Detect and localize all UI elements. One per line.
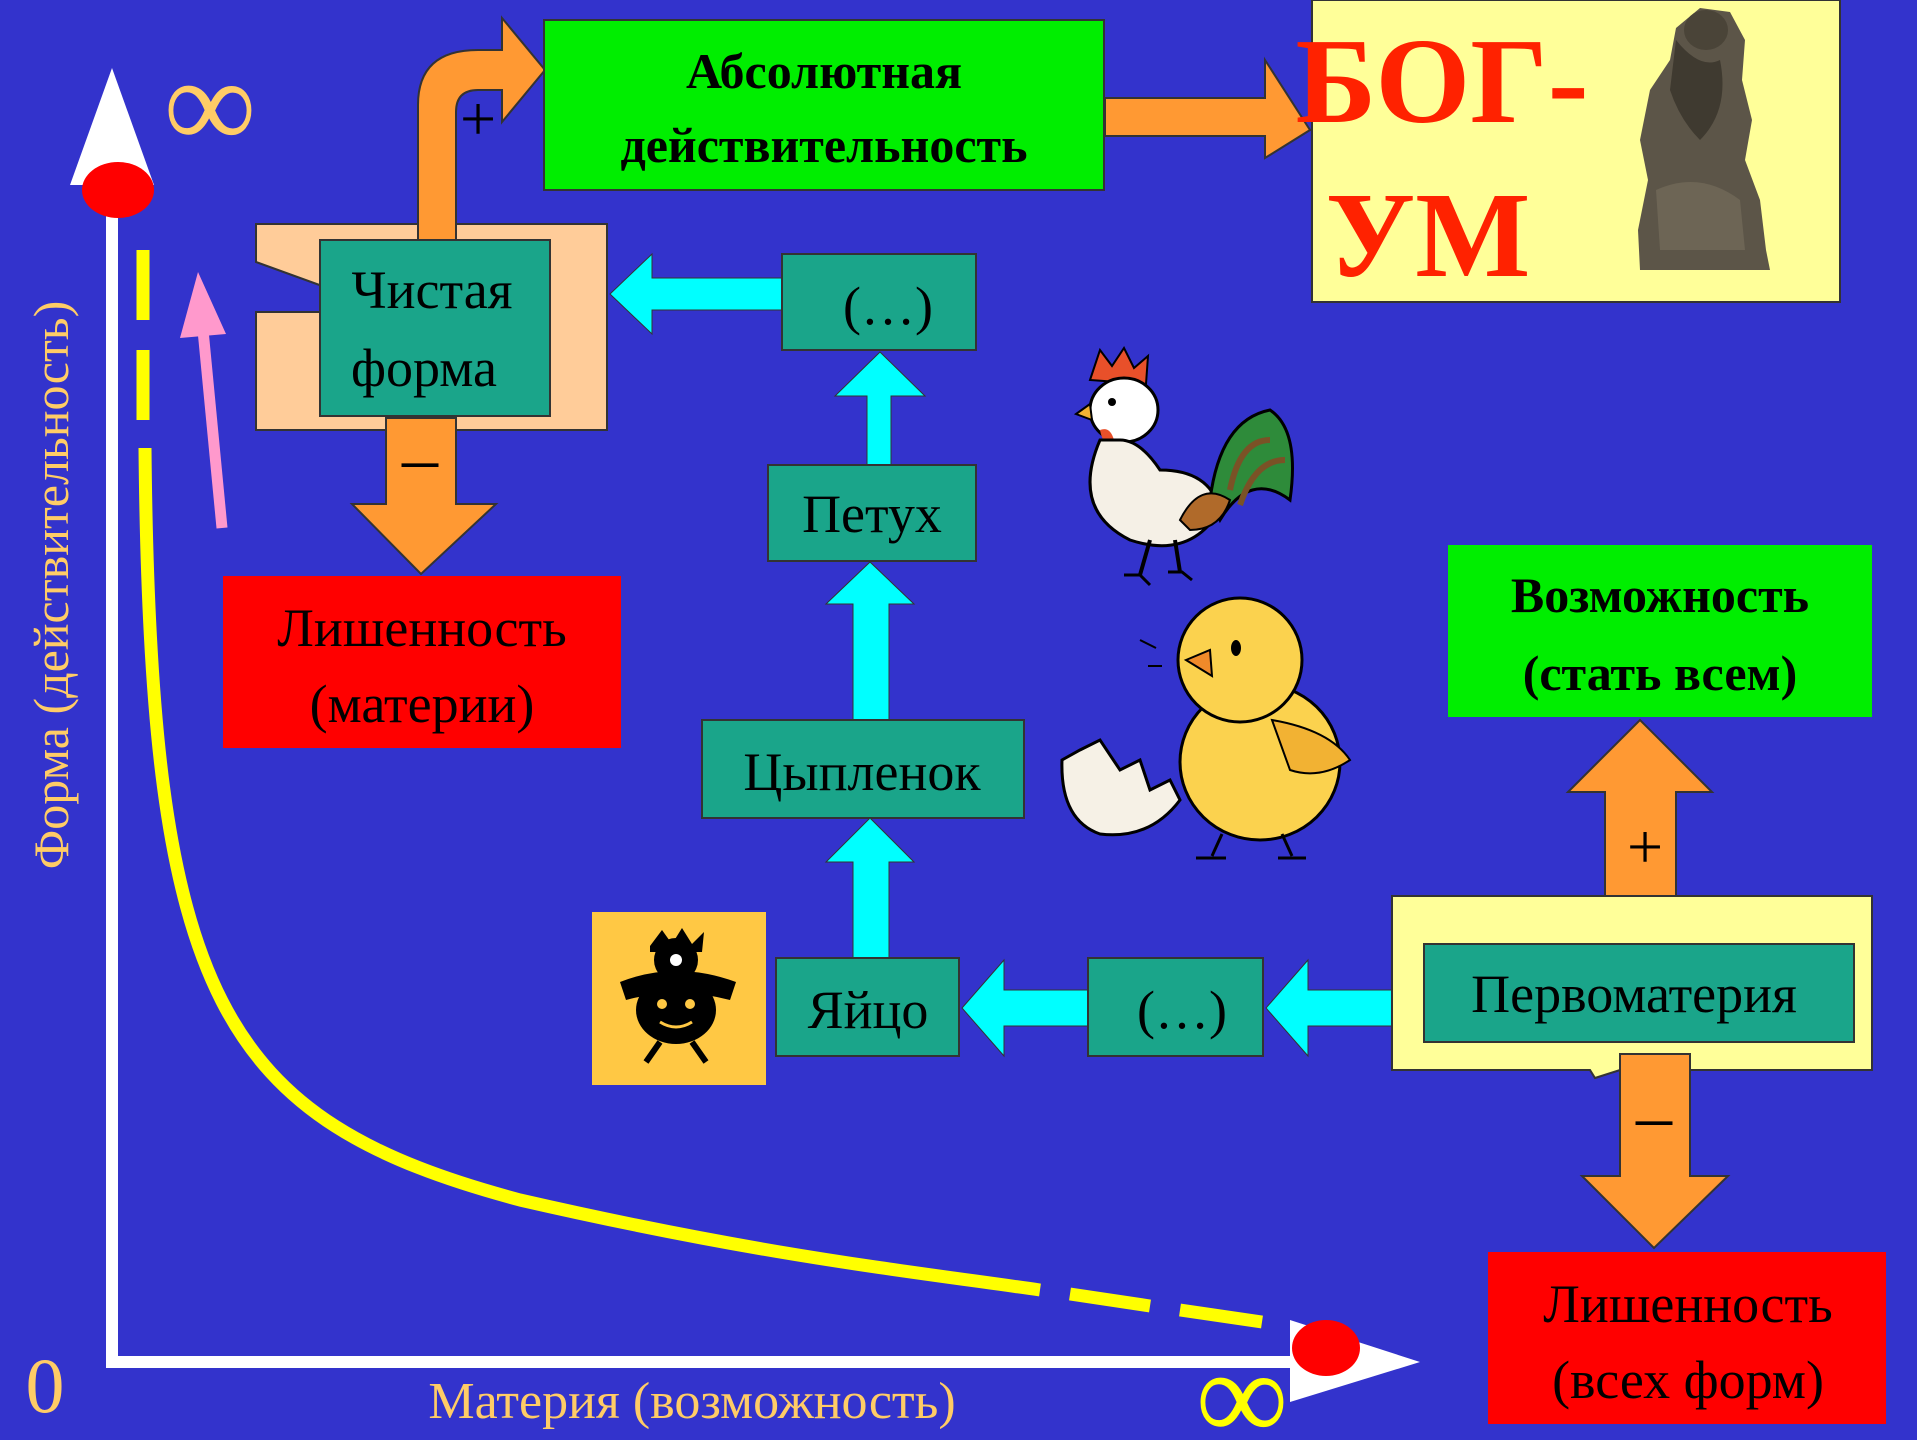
ellipsis-top-text: (…) bbox=[843, 276, 933, 336]
rooster-text: Петух bbox=[802, 484, 942, 544]
thinker-statue-icon bbox=[1638, 8, 1770, 270]
privation-forms-line2: (всех форм) bbox=[1552, 1350, 1824, 1410]
y-axis-infinity-marker bbox=[82, 162, 154, 218]
hatchling-icon bbox=[592, 912, 766, 1085]
eggshell-icon bbox=[1060, 738, 1182, 837]
egg-text: Яйцо bbox=[808, 980, 929, 1040]
ellipsis-bottom-text: (…) bbox=[1137, 980, 1227, 1040]
pure-form-line2: форма bbox=[351, 338, 497, 398]
plus-sign-right: + bbox=[1627, 811, 1663, 882]
prime-matter-text: Первоматерия bbox=[1471, 964, 1797, 1024]
ellipsis-top-box bbox=[781, 253, 977, 351]
infinity-right-label: ∞ bbox=[1196, 1325, 1289, 1440]
egg-box bbox=[775, 957, 960, 1057]
chick-icon bbox=[1139, 596, 1352, 860]
rooster-icon bbox=[1073, 346, 1294, 587]
origin-label: 0 bbox=[26, 1342, 65, 1429]
arrow-to-ellipsis bbox=[1265, 958, 1393, 1058]
x-axis-label: Материя (возможность) bbox=[428, 1373, 955, 1430]
y-axis-label: Форма (действительность) bbox=[23, 301, 79, 869]
god-mind-line2: УМ bbox=[1326, 168, 1531, 303]
form-matter-curve bbox=[136, 250, 1263, 1329]
arrow-to-pure-form bbox=[609, 252, 783, 336]
absolute-reality-box bbox=[543, 19, 1105, 191]
arrow-chick-up bbox=[824, 561, 916, 721]
pure-form-line1: Чистая bbox=[351, 260, 512, 320]
arrow-rooster-up bbox=[833, 351, 927, 467]
absolute-reality-line1: Абсолютная bbox=[686, 43, 962, 99]
orange-curved-arrow bbox=[417, 15, 547, 241]
privation-forms-line1: Лишенность bbox=[1543, 1274, 1832, 1334]
arrow-to-privation-forms bbox=[1579, 1053, 1731, 1250]
arrow-to-privation-matter bbox=[349, 417, 499, 576]
pink-up-arrow bbox=[180, 272, 228, 529]
possibility-line1: Возможность bbox=[1511, 567, 1809, 623]
privation-matter-line2: (материи) bbox=[310, 674, 535, 734]
x-axis-line bbox=[106, 205, 1400, 1368]
plus-sign-top: + bbox=[460, 83, 496, 154]
pure-form-box bbox=[319, 239, 551, 417]
possibility-box bbox=[1448, 545, 1872, 717]
god-mind-line1: БОГ- bbox=[1296, 14, 1589, 149]
axes bbox=[70, 68, 1420, 1402]
privation-matter-box bbox=[223, 576, 621, 748]
privation-forms-box bbox=[1488, 1252, 1886, 1424]
arrow-to-god bbox=[1104, 56, 1312, 160]
x-axis-infinity-marker bbox=[1292, 1320, 1360, 1376]
arrow-egg-up bbox=[824, 817, 916, 961]
rooster-box bbox=[767, 464, 977, 562]
y-axis-arrowhead bbox=[70, 68, 154, 185]
ellipsis-bottom-box bbox=[1087, 957, 1264, 1057]
arrow-to-egg bbox=[961, 958, 1089, 1058]
chick-text: Цыпленок bbox=[743, 742, 981, 802]
chick-box bbox=[701, 719, 1025, 819]
prime-matter-box bbox=[1423, 943, 1855, 1043]
infinity-top-label: ∞ bbox=[164, 33, 257, 177]
absolute-reality-line2: действительность bbox=[620, 117, 1027, 173]
possibility-line2: (стать всем) bbox=[1523, 645, 1798, 701]
minus-sign-top: – bbox=[401, 418, 439, 498]
minus-sign-right: – bbox=[1635, 1076, 1673, 1156]
privation-matter-line1: Лишенность bbox=[277, 598, 566, 658]
